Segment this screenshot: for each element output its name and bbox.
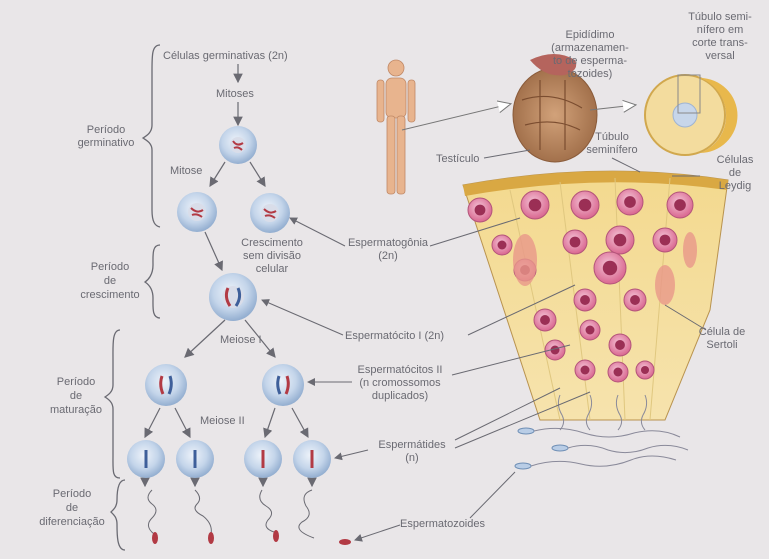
epididimo-label-4: tozoides) — [568, 68, 613, 80]
period-crescimento-label-3: crescimento — [80, 289, 139, 301]
tissue-cell-nucleus — [498, 241, 507, 250]
period-diferenciacao-label-3: diferenciação — [39, 516, 104, 528]
zoom-arrow-1 — [402, 104, 510, 130]
growth-label-3: celular — [256, 263, 289, 275]
mitose-label: Mitose — [170, 165, 202, 177]
germ-cell-top — [219, 126, 257, 164]
tissue-cell-nucleus — [580, 295, 590, 305]
period-diferenciacao-label-2: de — [66, 502, 78, 514]
leydig-label-1: Células — [717, 154, 754, 166]
spermatocyte-2-left — [145, 364, 187, 406]
espermatogonia-label-2: (2n) — [378, 250, 398, 262]
free-sperm — [515, 428, 688, 469]
testiculo-pointer — [484, 150, 530, 158]
tissue-cell-nucleus — [540, 315, 550, 325]
growth-label-2: sem divisão — [243, 250, 301, 262]
period-crescimento-label-1: Período — [91, 261, 130, 273]
espermatides-label-2: (n) — [405, 452, 418, 464]
tissue-cell-nucleus — [614, 234, 627, 247]
tubulo-corte-label-1: Túbulo semi- — [688, 11, 752, 23]
spermatid-2 — [176, 440, 214, 478]
tissue-cell-nucleus — [603, 261, 617, 275]
epididimo-label-3: to de esperma- — [553, 55, 627, 67]
leydig-label-2: de — [729, 167, 741, 179]
spermatocyte-2-right — [262, 364, 304, 406]
tissue-cell-nucleus — [475, 205, 486, 216]
spermatid-3 — [244, 440, 282, 478]
period-germinativo-label-2: germinativo — [78, 137, 135, 149]
epididimo-label-1: Epidídimo — [566, 29, 615, 41]
spermatogonium-left — [177, 192, 217, 232]
germ-cells-label: Células germinativas (2n) — [163, 50, 288, 62]
growth-label-1: Crescimento — [241, 237, 303, 249]
period-maturacao-label-1: Período — [57, 376, 96, 388]
tubulo-corte-label-2: nífero em — [697, 24, 743, 36]
spermatid-4 — [293, 440, 331, 478]
tissue-cell-nucleus — [660, 235, 671, 246]
leydig-label-3: Leydig — [719, 180, 751, 192]
period-crescimento-label-2: de — [104, 275, 116, 287]
sertoli-cell-shape — [683, 232, 697, 268]
period-maturacao-label-2: de — [70, 390, 82, 402]
tubulo-seminifero-label-2: seminífero — [586, 144, 637, 156]
spermatocyte-1-cell — [209, 273, 257, 321]
espermatocito-1-label: Espermatócito I (2n) — [345, 330, 444, 342]
espermatogonia-label-1: Espermatogônia — [348, 237, 429, 249]
meiose-2-label: Meiose II — [200, 415, 245, 427]
tissue-cell-nucleus — [570, 237, 581, 248]
tubulo-corte-label-3: corte trans- — [692, 37, 748, 49]
tissue-cell-nucleus — [586, 326, 595, 335]
spermatogonium-right — [250, 193, 290, 233]
meiose-1-label: Meiose I — [220, 334, 262, 346]
espermatozoides-label: Espermatozoides — [400, 518, 485, 530]
tissue-cell-nucleus — [641, 366, 649, 374]
sertoli-label-1: Célula de — [699, 326, 745, 338]
tissue-cell-nucleus — [529, 199, 542, 212]
tissue-cell-nucleus — [624, 196, 636, 208]
espermatides-label-1: Espermátides — [378, 439, 446, 451]
testiculo-label: Testículo — [436, 153, 479, 165]
sertoli-cell-shape — [655, 265, 675, 305]
spermatid-1 — [127, 440, 165, 478]
espermatocitos-2-label-3: duplicados) — [372, 390, 428, 402]
tubulo-seminifero-label-1: Túbulo — [595, 131, 629, 143]
tissue-cell-nucleus — [579, 199, 592, 212]
tissue-cell-nucleus — [614, 368, 623, 377]
period-germinativo-label-1: Período — [87, 124, 126, 136]
espermatocitos-2-label-2: (n cromossomos — [359, 377, 441, 389]
tubule-cross-section — [645, 75, 737, 155]
tissue-cell-nucleus — [674, 199, 686, 211]
tubulo-corte-label-4: versal — [705, 50, 734, 62]
sertoli-label-2: Sertoli — [706, 339, 737, 351]
sperm-row — [148, 490, 351, 545]
tissue-cell-nucleus — [581, 366, 590, 375]
mitoses-label: Mitoses — [216, 88, 254, 100]
tissue-cell-nucleus — [615, 340, 625, 350]
period-maturacao-label-3: maturação — [50, 404, 102, 416]
espermatocitos-2-label-1: Espermatócitos II — [358, 364, 443, 376]
tissue-cell-nucleus — [630, 295, 640, 305]
sertoli-cell-shape — [513, 234, 537, 286]
human-figure — [377, 60, 415, 194]
period-diferenciacao-label-1: Período — [53, 488, 92, 500]
epididimo-label-2: (armazenamen- — [551, 42, 629, 54]
